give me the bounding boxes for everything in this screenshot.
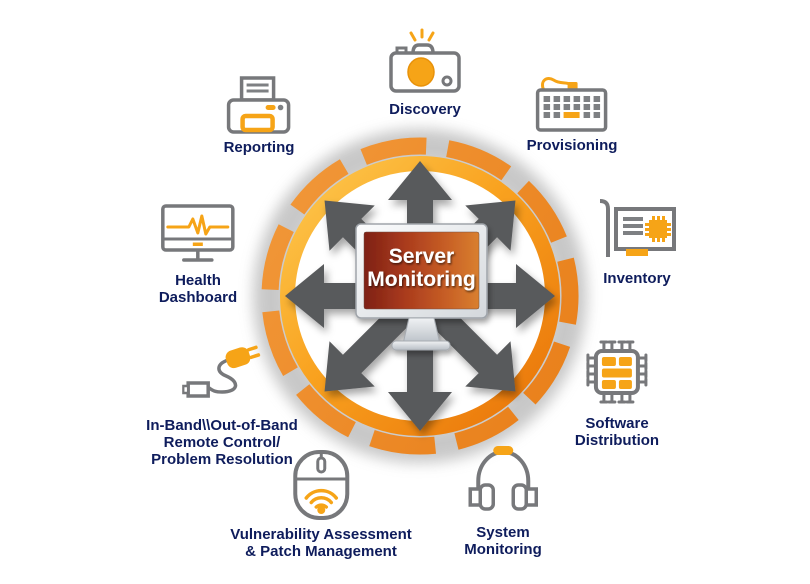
node-inventory: Inventory	[596, 199, 678, 287]
camera-icon	[389, 28, 461, 93]
plug-head	[225, 345, 261, 369]
node-label: In-Band\\Out-of-Band Remote Control/ Pro…	[146, 417, 298, 468]
card-chip	[645, 216, 671, 242]
network-card-icon	[599, 199, 676, 257]
power-plug-icon	[181, 345, 261, 398]
pulse-line	[166, 214, 230, 236]
chip-core	[602, 357, 632, 389]
node-remote-control: In-Band\\Out-of-Band Remote Control/ Pro…	[146, 342, 298, 468]
node-label: Vulnerability Assessment & Patch Managem…	[230, 526, 412, 560]
node-health-dashboard: Health Dashboard	[159, 203, 237, 306]
hub-graphic: Server Monitoring	[253, 129, 587, 463]
node-label: Inventory	[603, 270, 671, 287]
center-title-line2: Monitoring	[367, 268, 475, 291]
center-title-line1: Server	[389, 245, 454, 268]
node-system-monitoring: System Monitoring	[464, 443, 542, 558]
chip-pins	[586, 340, 648, 404]
headphones-icon	[468, 446, 538, 511]
node-label: Reporting	[223, 139, 295, 156]
flash-sparks-icon	[409, 28, 435, 42]
node-label: Discovery	[389, 101, 461, 118]
node-provisioning: Provisioning	[526, 74, 618, 154]
wireless-mouse-icon	[293, 450, 349, 520]
node-label: Health Dashboard	[158, 272, 238, 306]
printer-icon	[227, 76, 291, 134]
node-discovery: Discovery	[385, 28, 465, 118]
wifi-icon	[304, 488, 338, 509]
monitor-pulse-icon	[161, 204, 235, 262]
center-monitor	[355, 223, 488, 351]
cpu-chip-icon	[586, 340, 648, 404]
node-label: Provisioning	[526, 137, 618, 154]
node-software-distribution: Software Distribution	[575, 334, 659, 449]
node-label: System Monitoring	[464, 524, 542, 558]
node-vulnerability-patch: Vulnerability Assessment & Patch Managem…	[230, 449, 412, 560]
card-lines	[623, 217, 643, 235]
center-title: Server Monitoring	[367, 245, 475, 291]
node-reporting: Reporting	[223, 76, 295, 156]
keyboard-keys	[544, 96, 601, 118]
node-label: Software Distribution	[574, 415, 660, 449]
keyboard-icon	[536, 76, 608, 132]
